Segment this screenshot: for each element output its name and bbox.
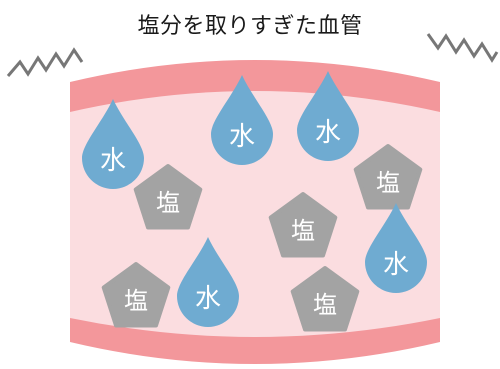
water-drop-icon: 水 (82, 99, 144, 189)
water-drop-icon: 水 (177, 237, 239, 327)
water-drop-icon: 水 (211, 75, 273, 165)
water-label: 水 (383, 250, 409, 280)
salt-label: 塩 (156, 189, 180, 217)
salt-label: 塩 (376, 169, 400, 197)
salt-pentagon: 塩 (133, 164, 203, 230)
water-label: 水 (100, 146, 126, 176)
diagram-title: 塩分を取りすぎた血管 (137, 14, 363, 39)
left-zigzag-icon (6, 47, 84, 77)
salt-label: 塩 (313, 291, 337, 319)
right-zigzag-icon (426, 33, 499, 63)
salt-pentagon: 塩 (353, 144, 423, 210)
water-label: 水 (195, 284, 221, 314)
water-drop-icon: 水 (297, 71, 359, 161)
water-label: 水 (315, 118, 341, 148)
salt-pentagon: 塩 (268, 192, 338, 258)
salt-label: 塩 (291, 217, 315, 245)
salt-pentagon: 塩 (290, 266, 360, 332)
salt-label: 塩 (124, 287, 148, 315)
salt-pentagon: 塩 (101, 262, 171, 328)
water-label: 水 (229, 122, 255, 152)
water-drop-icon: 水 (365, 203, 427, 293)
